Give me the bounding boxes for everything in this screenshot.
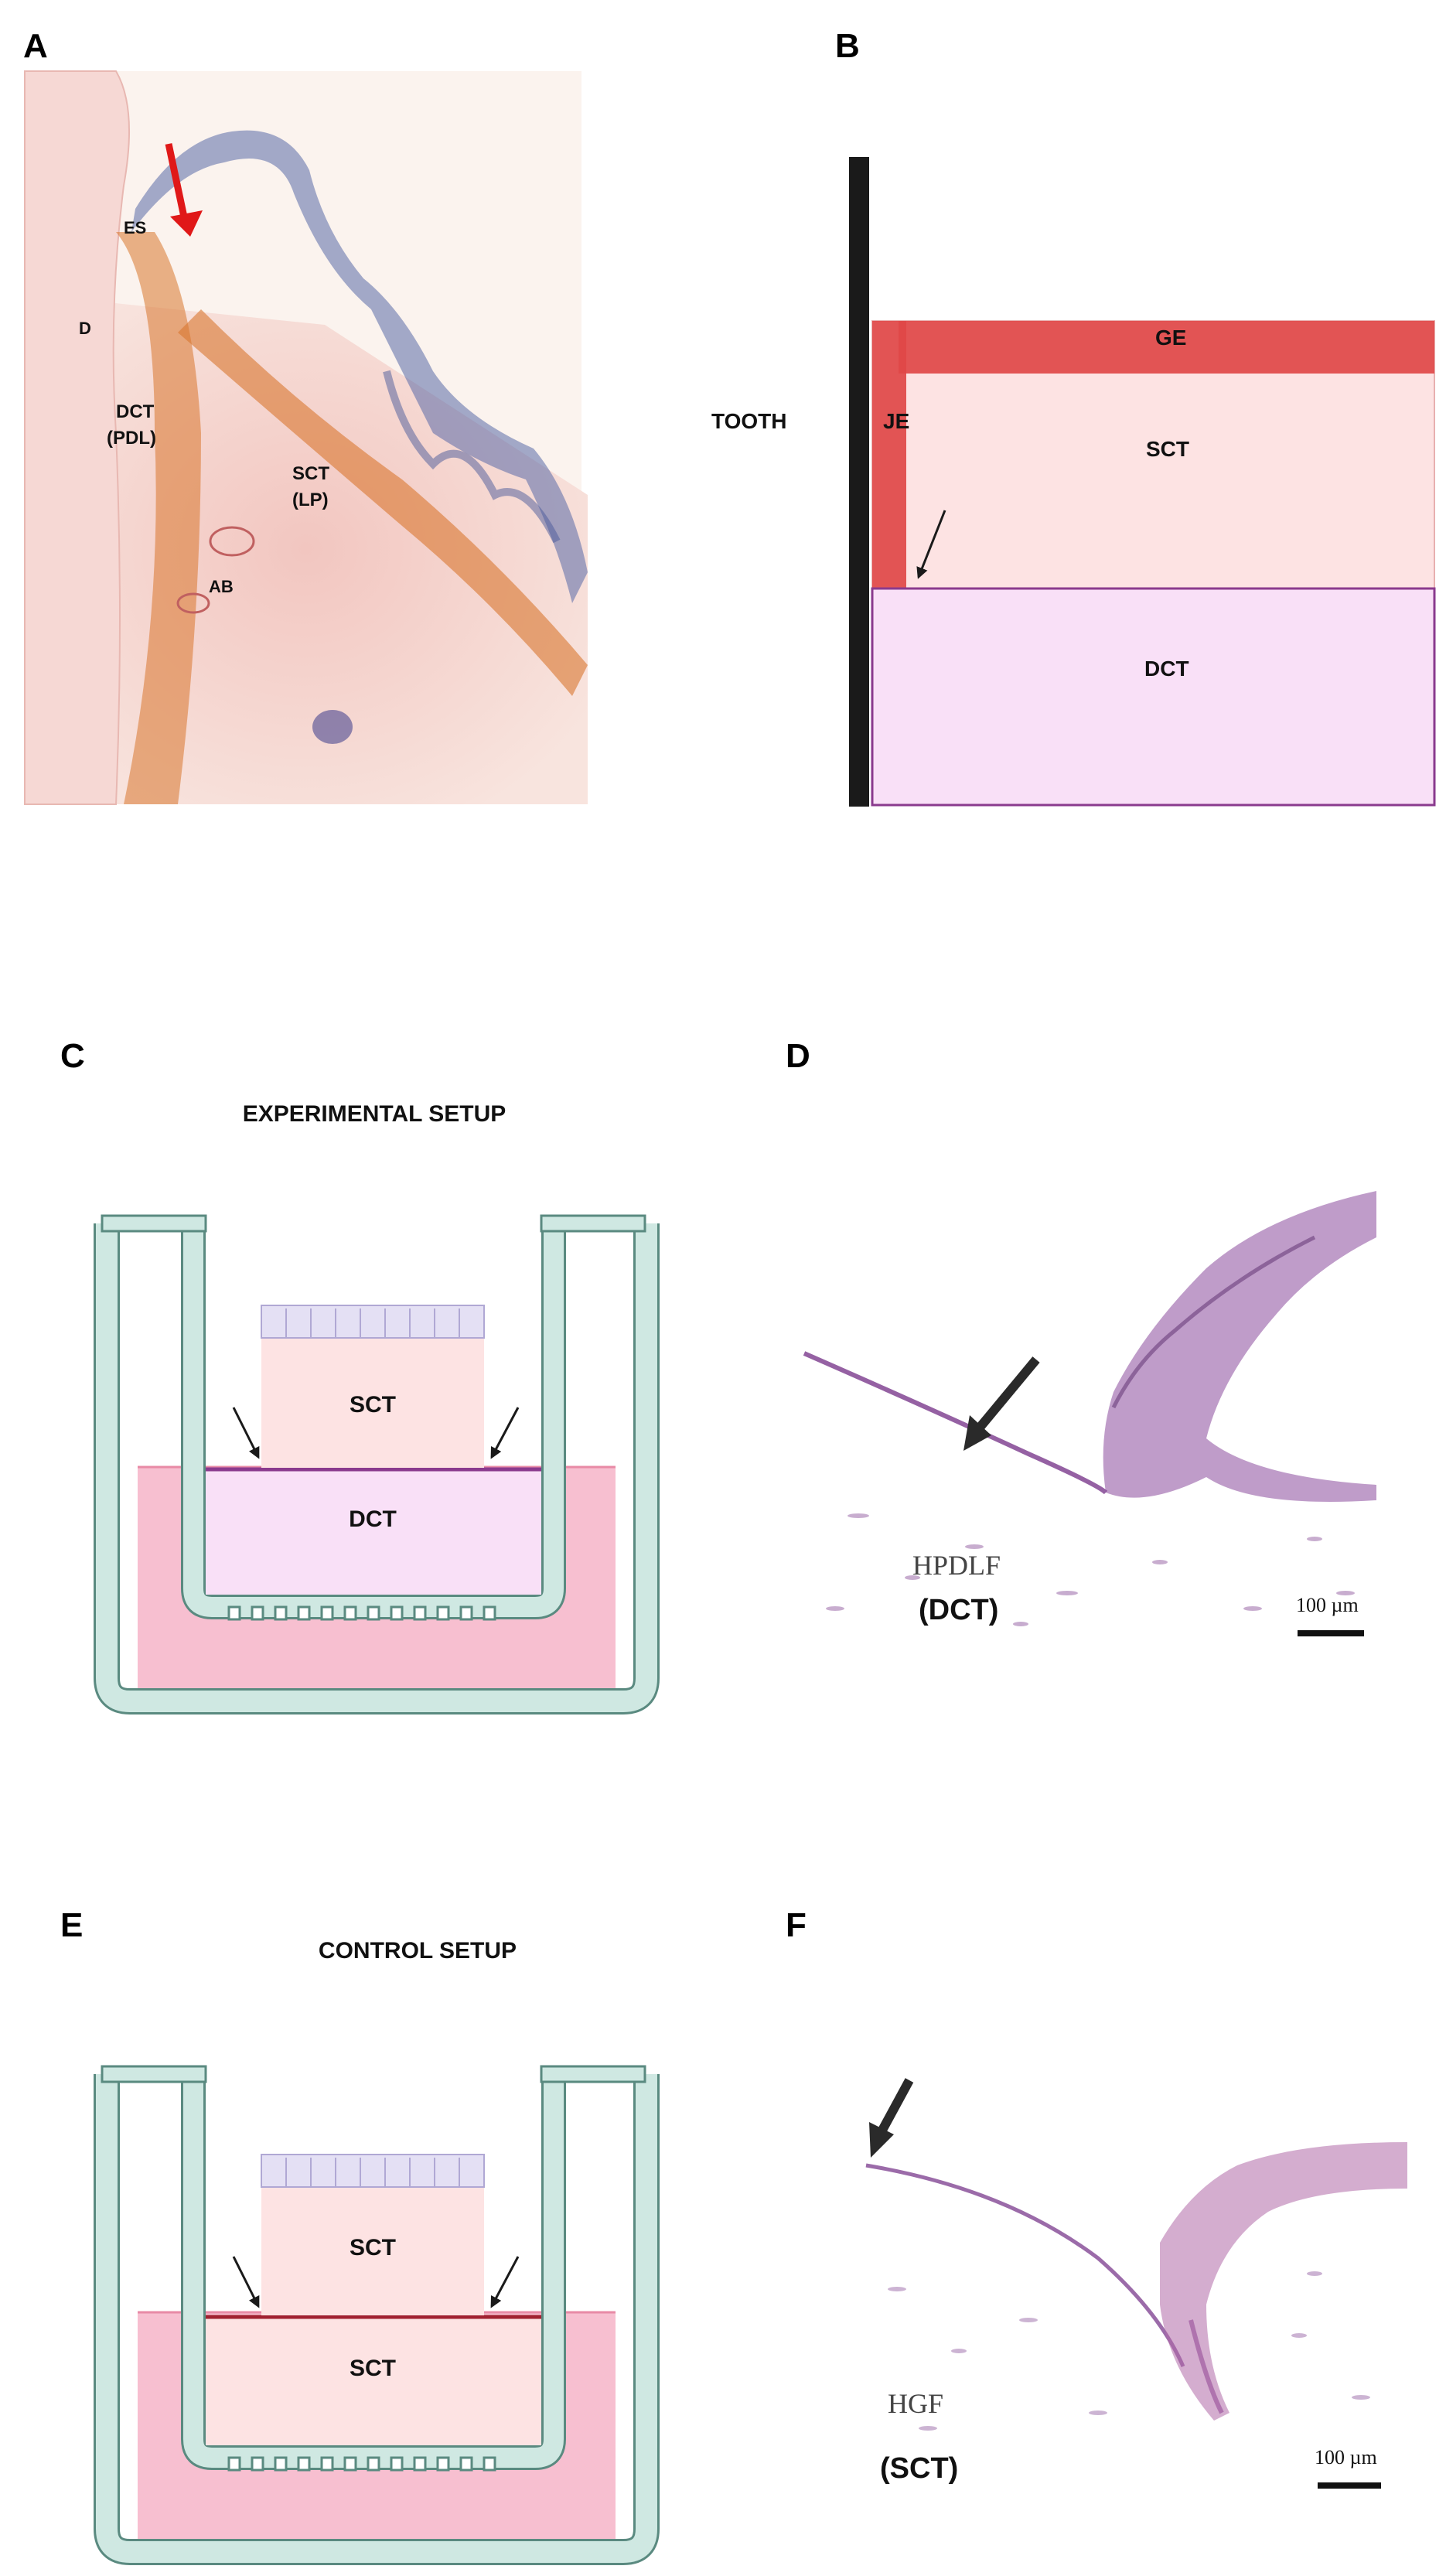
label-sct-b: SCT (1146, 437, 1189, 461)
scale-label-d: 100 µm (1296, 1594, 1359, 1616)
label-pdl: (PDL) (107, 428, 156, 449)
panel-d: D HPDLF (DCT) 100 µm (786, 1037, 1376, 1636)
interface-arrow-left-c (232, 1407, 260, 1459)
lower-compartment-c (206, 1469, 541, 1595)
cell-label-d: HPDLF (912, 1550, 1001, 1581)
histology-image-f (865, 2142, 1407, 2431)
histology-image-d (803, 1191, 1376, 1626)
interface-arrow-left-e (232, 2256, 260, 2308)
membrane-pores-e (227, 2456, 496, 2472)
scale-bar-d (1298, 1630, 1364, 1636)
panel-letter-c: C (60, 1037, 85, 1075)
interface-arrow-right-e (490, 2256, 520, 2308)
panel-letter-a: A (23, 27, 48, 65)
junction-arrow-icon (916, 510, 946, 579)
je-region (872, 321, 906, 590)
ge-region (899, 321, 1434, 374)
black-arrow-icon-f (875, 2078, 914, 2137)
histology-image-a (24, 70, 588, 805)
label-ge: GE (1155, 326, 1186, 350)
black-arrowhead-icon-d (963, 1415, 991, 1451)
panel-e: E CONTROL SETUP SCT SCT (60, 1906, 660, 2565)
scale-label-f: 100 µm (1315, 2446, 1377, 2469)
panel-c: C EXPERIMENTAL SETUP (60, 1037, 660, 1714)
panel-letter-b: B (835, 27, 860, 65)
membrane-pores (227, 1605, 496, 1621)
label-sct: SCT (292, 463, 329, 484)
black-arrow-icon-d (972, 1356, 1040, 1435)
interface-arrow-right-c (490, 1407, 520, 1459)
panel-f: F HGF (SCT) 100 µm (786, 1906, 1407, 2489)
tissue-label-f: (SCT) (880, 2452, 958, 2485)
label-es: ES (124, 218, 146, 237)
label-ab: AB (209, 577, 234, 596)
dct-region (871, 587, 1436, 807)
panel-letter-e: E (60, 1906, 83, 1944)
label-d: D (79, 319, 91, 338)
label-dct-b: DCT (1144, 657, 1189, 681)
label-je: JE (883, 409, 909, 433)
scale-bar-f (1318, 2482, 1381, 2489)
tooth-wall (849, 157, 869, 807)
panel-letter-d: D (786, 1037, 810, 1075)
label-upper-e: SCT (350, 2235, 396, 2260)
tissue-label-d: (DCT) (919, 1594, 998, 1626)
upper-tissue-c (261, 1336, 484, 1468)
label-tooth: TOOTH (711, 409, 786, 433)
upper-tissue-e (261, 2185, 484, 2315)
epithelium-layer-c (261, 1305, 485, 1339)
label-lower-c: DCT (349, 1506, 397, 1532)
lower-compartment-e (206, 2317, 541, 2445)
label-lp: (LP) (292, 490, 329, 510)
cell-label-f: HGF (888, 2388, 943, 2419)
label-lower-e: SCT (350, 2356, 396, 2381)
epithelium-layer-e (261, 2154, 485, 2188)
setup-title-e: CONTROL SETUP (319, 1938, 517, 1964)
black-arrowhead-icon-f (869, 2122, 894, 2158)
setup-title-c: EXPERIMENTAL SETUP (243, 1101, 506, 1127)
panel-letter-f: F (786, 1906, 807, 1944)
panel-b: B TOOTH JE GE SCT DCT (711, 27, 1436, 807)
label-dct: DCT (116, 401, 155, 422)
panel-a: A ES D DCT (PDL) SCT (LP) AB (23, 27, 588, 805)
label-upper-c: SCT (350, 1392, 396, 1418)
red-arrowhead-icon (170, 210, 203, 237)
